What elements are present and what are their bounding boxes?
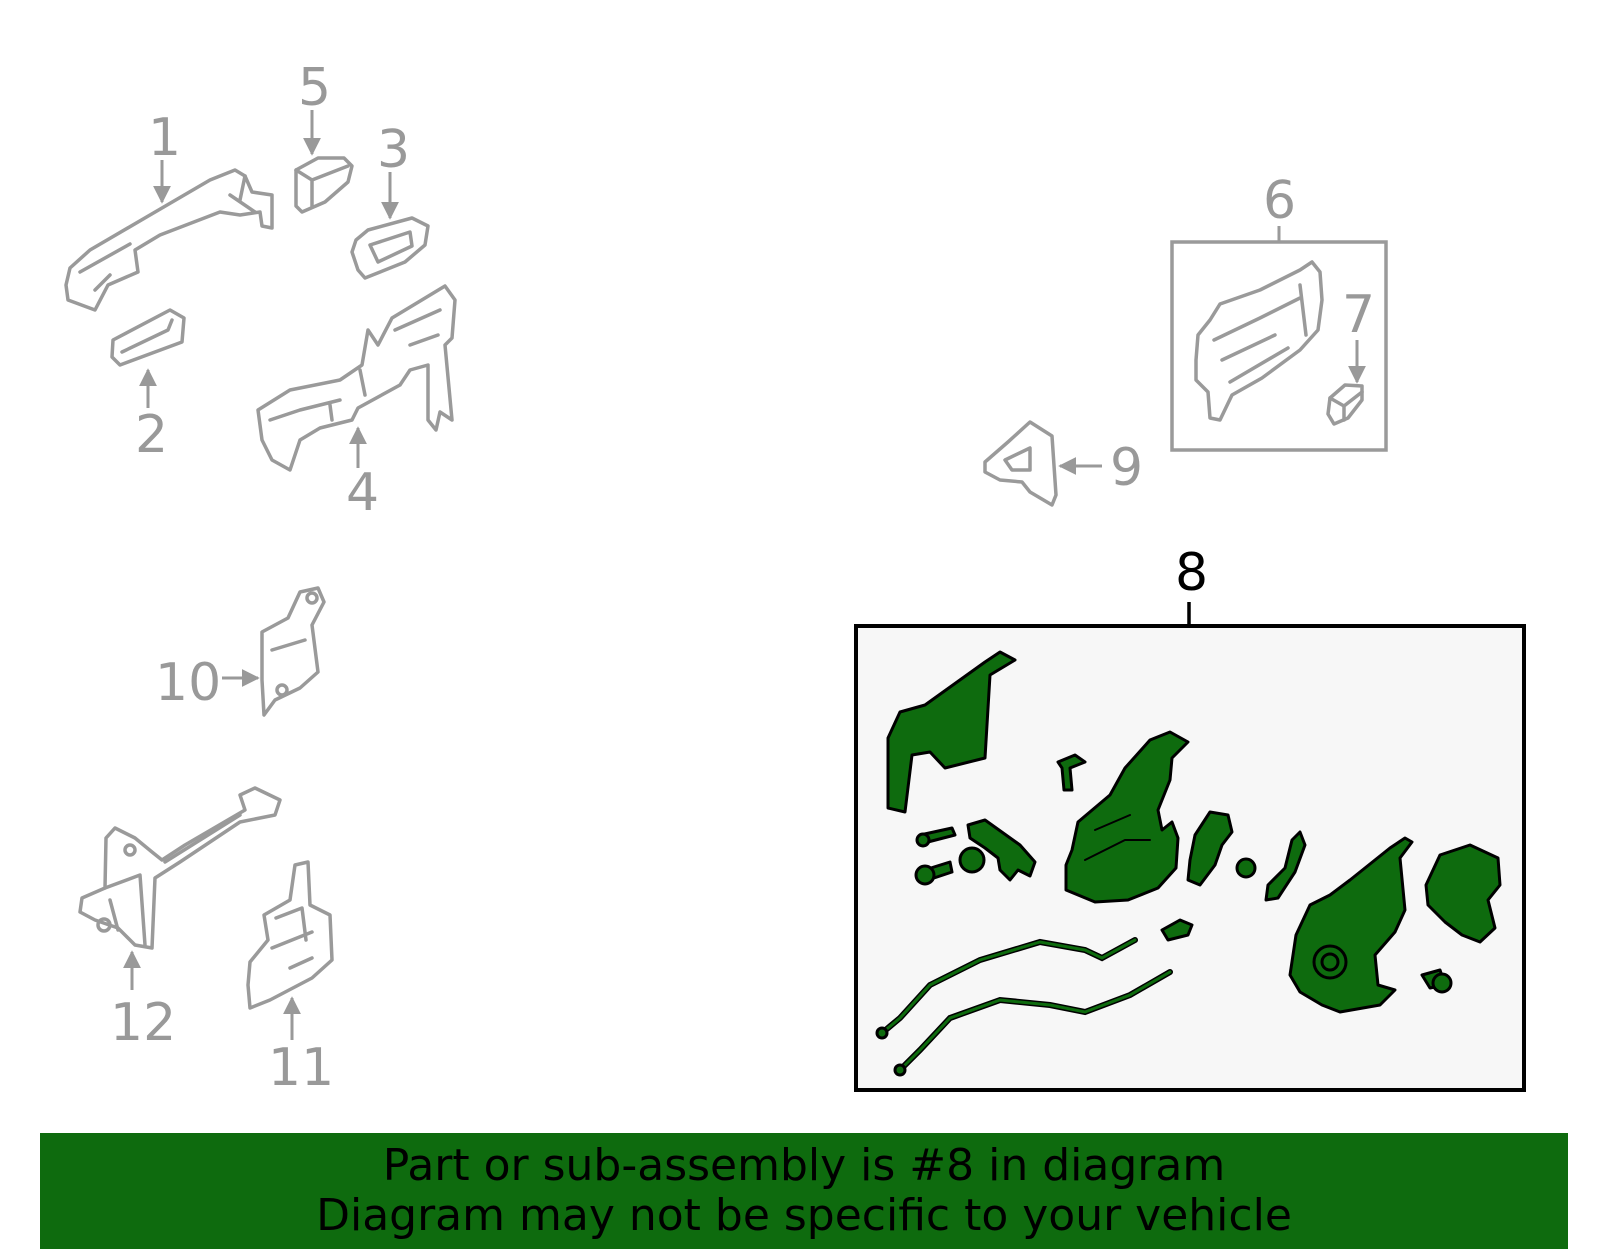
banner-line-2: Diagram may not be specific to your vehi… [316, 1190, 1292, 1241]
banner-line-1: Part or sub-assembly is #8 in diagram [382, 1140, 1226, 1191]
callout-12: 12 [110, 993, 176, 1053]
part-3-cylinder-cover[interactable] [350, 216, 430, 280]
part-1-outside-handle[interactable] [64, 168, 274, 312]
callout-8: 8 [1175, 543, 1208, 603]
part-11-bracket[interactable] [246, 860, 334, 1010]
callout-1: 1 [148, 108, 181, 168]
parts-diagram: 1 2 3 4 5 6 7 9 [64, 58, 1526, 1098]
callout-4: 4 [346, 463, 379, 523]
callout-5: 5 [298, 58, 331, 118]
part-7-cap[interactable] [1326, 383, 1364, 426]
part-8-latch-assembly[interactable] [875, 650, 1502, 1077]
callout-6: 6 [1263, 171, 1296, 231]
part-2-handle-bezel[interactable] [110, 308, 186, 367]
part-6-inside-handle[interactable] [1194, 260, 1324, 422]
part-9-striker[interactable] [983, 420, 1058, 507]
part-5-cap[interactable] [294, 156, 354, 214]
part-4-handle-frame[interactable] [256, 284, 457, 472]
callout-2: 2 [135, 405, 168, 465]
callout-9: 9 [1110, 438, 1143, 498]
callout-3: 3 [377, 120, 410, 180]
part-12-door-check[interactable] [78, 786, 282, 950]
part-10-bracket[interactable] [260, 586, 326, 717]
callout-10: 10 [155, 653, 221, 713]
callout-7: 7 [1342, 285, 1375, 345]
callout-11: 11 [268, 1038, 334, 1098]
info-banner: Part or sub-assembly is #8 in diagram Di… [40, 1133, 1568, 1249]
